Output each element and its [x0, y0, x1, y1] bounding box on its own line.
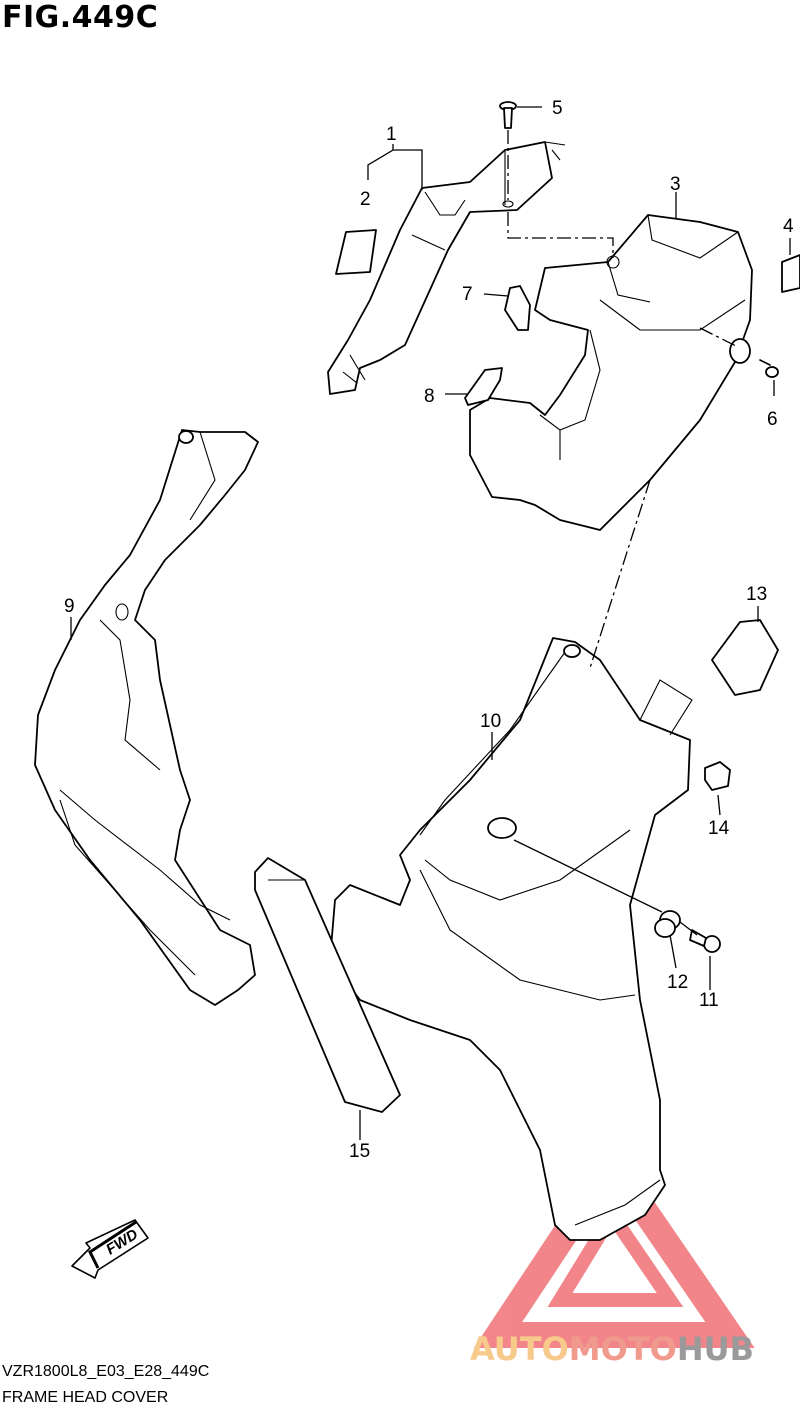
watermark-part-auto: AUTO [470, 1330, 569, 1368]
fwd-arrow: FWD [71, 1219, 149, 1279]
part-12-grommet [654, 910, 681, 938]
callout-15: 15 [349, 1141, 370, 1162]
leader-lines [70, 106, 791, 1140]
assembly-lines [507, 130, 737, 936]
callout-4: 4 [783, 216, 794, 237]
callout-3: 3 [670, 174, 681, 195]
watermark-logo [473, 1139, 755, 1348]
watermark-part-hub: HUB [676, 1330, 755, 1368]
figure-code: VZR1800L8_E03_E28_449C [2, 1363, 210, 1380]
callout-14: 14 [708, 818, 730, 839]
callout-8: 8 [424, 386, 435, 407]
part-1-bracket [327, 141, 566, 395]
callout-11: 11 [699, 990, 719, 1011]
callout-5: 5 [552, 98, 563, 119]
callout-numbers: 1 2 3 4 5 6 7 8 9 10 11 12 13 14 15 [64, 98, 794, 1162]
callout-2: 2 [360, 189, 371, 210]
callout-7: 7 [462, 284, 473, 305]
callout-6: 6 [767, 409, 778, 430]
part-10-main-cover [329, 637, 693, 1241]
watermark-text: AUTOMOTOHUB [470, 1330, 754, 1368]
callout-12: 12 [667, 972, 688, 993]
part-2-pad [335, 229, 377, 275]
callout-9: 9 [64, 596, 75, 617]
callout-10: 10 [480, 711, 501, 732]
part-15-strip [254, 857, 401, 1113]
part-9-left-cover [34, 429, 259, 1006]
callout-1: 1 [386, 124, 397, 145]
callout-13: 13 [746, 584, 767, 605]
part-14-cushion [704, 761, 731, 791]
figure-title: FIG.449C [2, 0, 159, 35]
figure-name: FRAME HEAD COVER [2, 1389, 169, 1406]
part-3-cover [469, 214, 753, 531]
part-4-clip [781, 254, 800, 293]
part-8-pad [464, 367, 503, 406]
part-13-pad [711, 619, 779, 696]
part-6-screw [759, 359, 779, 378]
part-11-bolt [689, 929, 721, 953]
watermark-part-moto: MOTO [568, 1330, 677, 1368]
part-7-pad [504, 285, 531, 331]
part-5-screw [499, 101, 517, 129]
